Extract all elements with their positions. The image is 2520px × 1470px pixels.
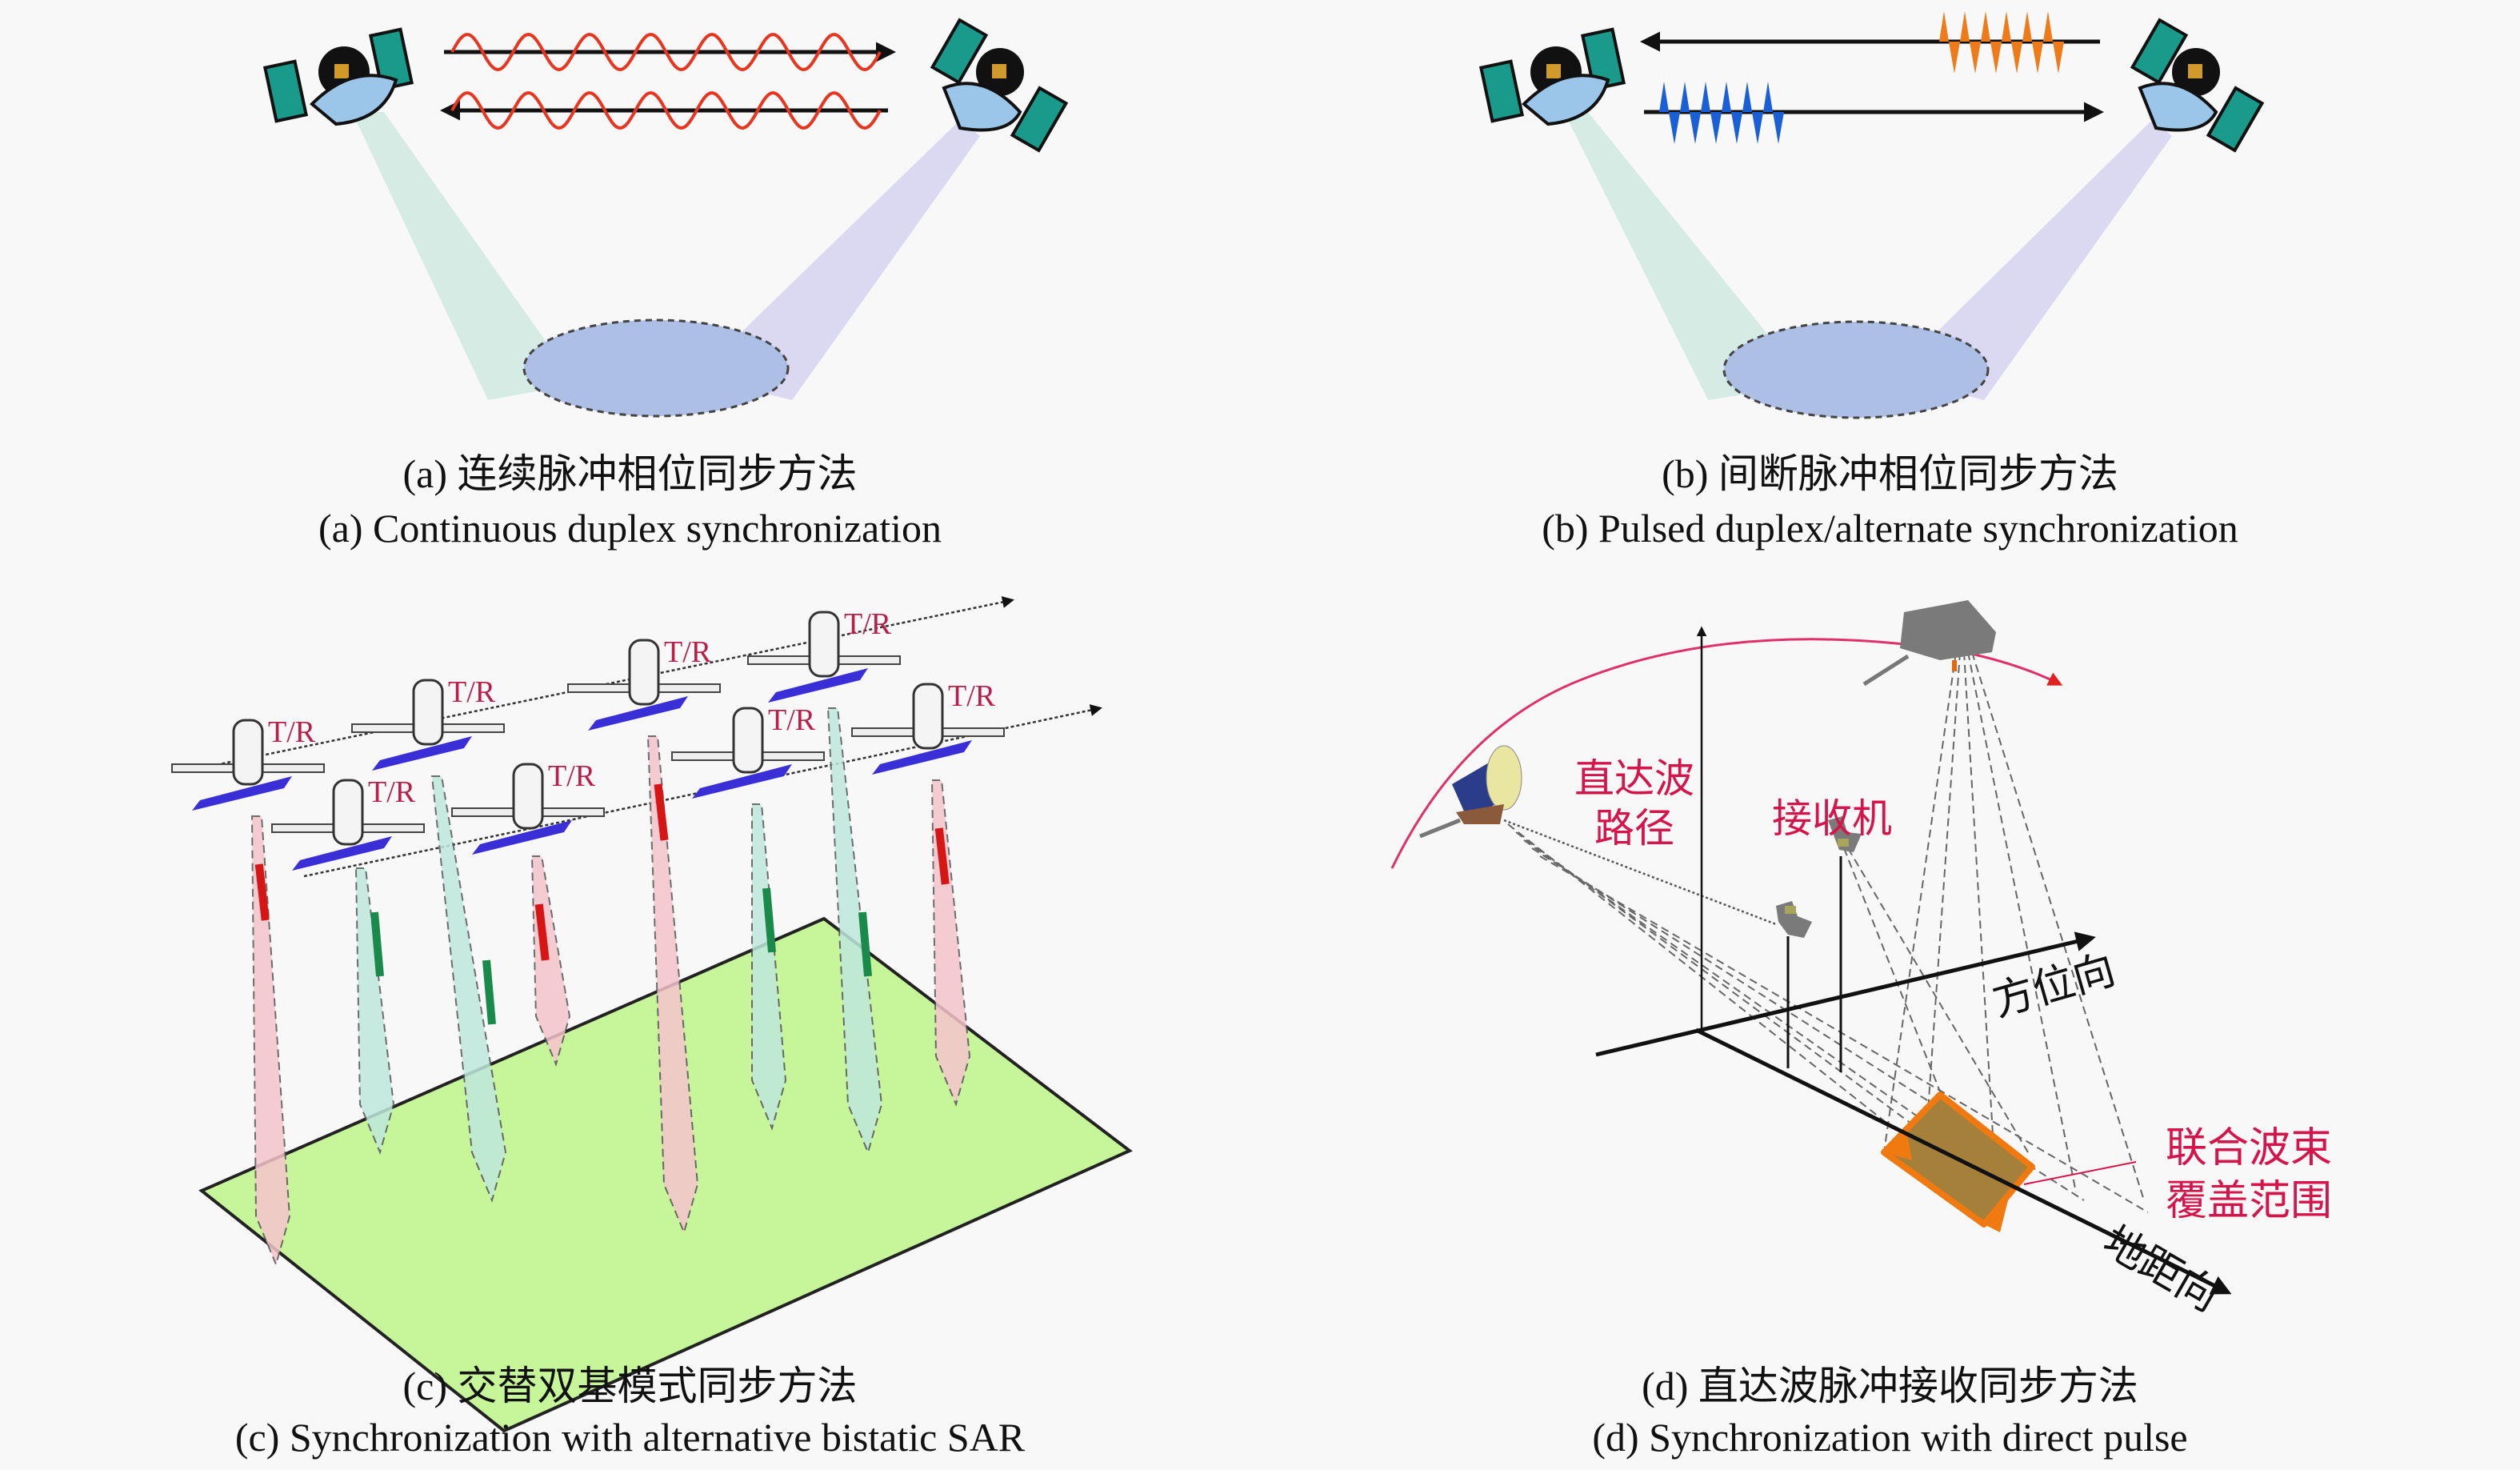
caption-c-en: (c) Synchronization with alternative bis… [234, 1415, 1026, 1460]
continuous-signal-forward [450, 32, 882, 72]
label-joint-beam-2: 覆盖范围 [2166, 1177, 2332, 1225]
panel-c: T/R T/R T/R T/R T/R T/R T/R T/R (c) 交替双基… [0, 592, 1260, 1470]
receive-beam [826, 707, 883, 1156]
pulse-train-return [1939, 11, 2064, 74]
orbit-arc [1390, 638, 2063, 869]
pulse-train-forward [1659, 82, 1784, 144]
caption-b-cn: (b) 间断脉冲相位同步方法 [1662, 451, 2118, 496]
transmit-arrow [934, 827, 950, 885]
tr-label: T/R [268, 715, 316, 749]
top-satellite-icon [1862, 600, 1996, 687]
azimuth-axis [1595, 931, 2096, 1057]
receive-beam [430, 775, 507, 1204]
pulse [1701, 82, 1722, 144]
tr-label: T/R [664, 635, 712, 669]
pulse [1722, 82, 1742, 144]
caption-d-cn: (d) 直达波脉冲接收同步方法 [1642, 1364, 2138, 1408]
pulse [1680, 82, 1701, 144]
tr-label: T/R [448, 675, 496, 709]
tr-label: T/R [368, 775, 416, 809]
label-ground-range: 地距向 [2095, 1217, 2227, 1321]
continuous-signal-return [450, 90, 882, 130]
transmit-arrow [654, 783, 669, 841]
pulse [1981, 11, 2002, 74]
receive-arrow [858, 911, 872, 977]
receive-arrow [370, 911, 384, 977]
tr-satellite-icon [451, 763, 605, 855]
transmit-beam [646, 735, 699, 1236]
ground-range-axis [1694, 1027, 2232, 1295]
caption-b-en: (b) Pulsed duplex/alternate synchronizat… [1542, 506, 2238, 551]
caption-a-cn: (a) 连续脉冲相位同步方法 [402, 451, 858, 496]
left-beam [352, 112, 576, 400]
tr-label: T/R [948, 679, 996, 713]
caption-c-cn: (c) 交替双基模式同步方法 [402, 1364, 858, 1408]
receive-arrow [762, 887, 776, 953]
satellite-left-icon [1478, 27, 1626, 126]
tr-satellite-icon [851, 683, 1005, 775]
left-beam [1564, 112, 1808, 400]
transmit-beam [250, 815, 291, 1268]
pulse [1960, 11, 1981, 74]
pulse [2022, 11, 2043, 74]
tr-satellite-icon [351, 679, 505, 771]
direct-path-line [1503, 819, 1777, 926]
panel-b: (b) 间断脉冲相位同步方法 (b) Pulsed duplex/alterna… [1260, 0, 2520, 560]
panel-b-diagram [1478, 11, 2265, 419]
tr-satellite-icon [747, 611, 901, 703]
beam-lines [1507, 651, 2149, 1213]
tr-label: T/R [768, 703, 816, 737]
transmit-arrow [254, 863, 270, 921]
panel-a-diagram [262, 18, 1069, 418]
tr-satellite-icon [271, 779, 425, 871]
label-receiver: 接收机 [1772, 795, 1892, 842]
panel-a: (a) 连续脉冲相位同步方法 (a) Continuous duplex syn… [0, 0, 1260, 560]
label-joint-beam-1: 联合波束 [2166, 1124, 2332, 1172]
receive-beam [354, 867, 395, 1156]
tr-satellite-icon [671, 707, 825, 799]
panel-d: 直达波 路径 接收机 方位向 地距向 联合波束 覆盖范围 (d) 直达波脉冲接收… [1260, 592, 2520, 1470]
panel-d-diagram: 直达波 路径 接收机 方位向 地距向 联合波束 覆盖范围 [1390, 600, 2332, 1321]
tr-label: T/R [548, 759, 596, 793]
receiver-1-icon [1776, 901, 1812, 938]
caption-a-en: (a) Continuous duplex synchronization [318, 506, 942, 551]
ground-footprint [522, 318, 790, 418]
joint-beam-leader [2023, 1161, 2137, 1185]
transmit-arrow [534, 903, 550, 961]
satellite-right-icon [2130, 18, 2265, 153]
satellite-right-icon [930, 18, 1069, 153]
right-beam [696, 120, 980, 400]
caption-d-en: (d) Synchronization with direct pulse [1592, 1415, 2188, 1460]
pulse [2043, 11, 2064, 74]
panel-c-diagram: T/R T/R T/R T/R T/R T/R T/R T/R [171, 596, 1133, 1433]
tr-label: T/R [844, 607, 892, 641]
pulse [1939, 11, 1960, 74]
satellite-left-icon [262, 27, 414, 126]
tr-satellite-icon [171, 719, 325, 811]
transmitter-satellite-icon [1419, 745, 1522, 839]
right-beam [1892, 120, 2172, 400]
ground-footprint [1722, 320, 1990, 419]
receiver-2-icon [1828, 816, 1862, 852]
label-direct-path-2: 路径 [1594, 805, 1674, 851]
pulse [1742, 82, 1763, 144]
receive-arrow [482, 959, 496, 1025]
pulse [1763, 82, 1784, 144]
pulse [1659, 82, 1680, 144]
receive-beam [751, 803, 787, 1132]
label-direct-path-1: 直达波 [1574, 755, 1694, 802]
transmit-beam [530, 855, 571, 1067]
pulse [2002, 11, 2022, 74]
tr-satellite-icon [567, 639, 721, 731]
